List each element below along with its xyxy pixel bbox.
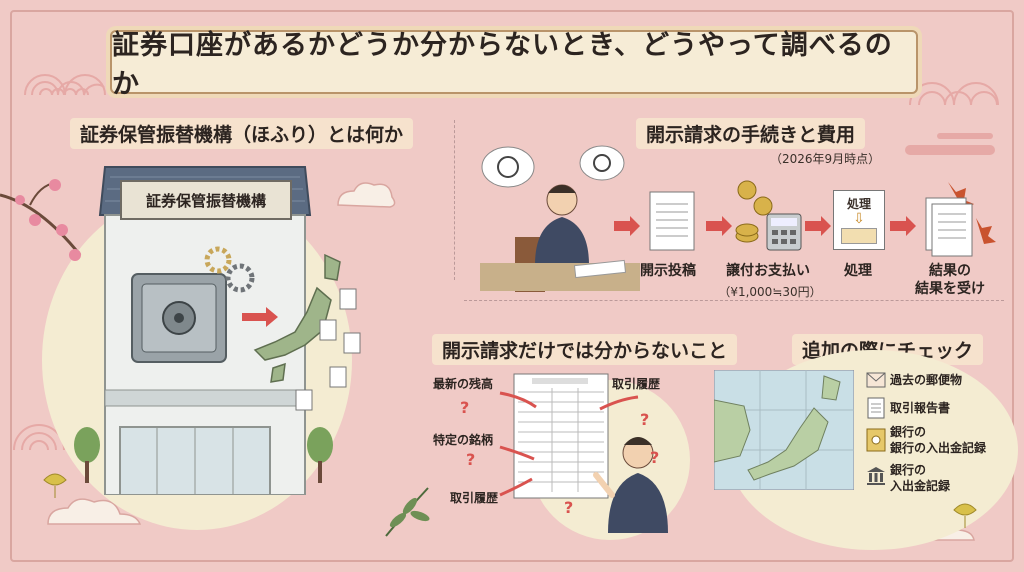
result-document-icon [925, 182, 996, 257]
unknown-item-history: 取引履歴 [612, 377, 661, 391]
section-title-hofuri: 証券保管振替機構（ほふり）とは何か [70, 118, 414, 149]
wave-pattern-icon [909, 82, 999, 106]
check-item-bank: 銀行の 入出金記録 [890, 463, 951, 493]
cloud-icon [47, 498, 142, 525]
cloud-icon [905, 133, 995, 155]
check-item-bankbook: 銀行の 銀行の入出金記録 [890, 425, 987, 455]
title-banner: 証券口座があるかどうか分からないとき、どうやって調べるのか [110, 30, 918, 100]
processing-icon-label: 処理 [846, 197, 871, 211]
bank-icon [867, 467, 885, 485]
svg-text:?: ? [650, 448, 659, 467]
cloud-icon [337, 182, 396, 208]
unknown-item-stock: 特定の銘柄 [433, 433, 494, 447]
man-at-desk-illustration [480, 145, 640, 292]
ginkgo-leaf-icon [953, 503, 977, 528]
step-label-result: 結果の 結果を受け [915, 263, 985, 297]
coins-calculator-icon [735, 180, 802, 251]
date-note: （2026年9月時点） [770, 152, 881, 166]
outer-frame [10, 10, 1014, 562]
step-label-payment: 譲付お支払い [726, 263, 810, 279]
arrow-right-icon [805, 216, 831, 236]
arrow-right-icon [614, 216, 640, 236]
form-document-icon [649, 191, 695, 251]
question-marks-arrows: ????? [460, 391, 659, 515]
envelope-icon [866, 372, 886, 388]
svg-text:?: ? [460, 398, 469, 417]
section-title-unknown: 開示請求だけでは分からないこと [432, 334, 738, 365]
step-label-submit: 開示投稿 [640, 263, 696, 279]
svg-text:?: ? [640, 410, 649, 429]
arrow-right-icon [242, 307, 278, 327]
grid-icon [841, 228, 877, 244]
arrow-right-icon [706, 216, 732, 236]
arrow-right-icon [890, 216, 916, 236]
step-label-processing: 処理 [844, 263, 872, 279]
tree-icon [74, 427, 100, 483]
document-icon [295, 288, 361, 411]
leaf-branch-icon [385, 487, 430, 537]
section-title-disclosure: 開示請求の手続きと費用 [636, 118, 866, 149]
processing-icon: 処理 ⇩ [833, 190, 885, 250]
man-pointing-illustration [593, 437, 668, 533]
svg-text:?: ? [564, 498, 573, 515]
document-icon [867, 397, 885, 419]
gear-icon [204, 246, 255, 293]
check-item-mail: 過去の郵便物 [890, 373, 963, 387]
svg-text:?: ? [466, 450, 475, 469]
safe-icon [131, 273, 227, 363]
japan-map-icon [714, 370, 854, 490]
section-divider [454, 120, 455, 280]
unknown-item-balance: 最新の残高 [433, 377, 494, 391]
arrow-down-icon: ⇩ [853, 211, 865, 227]
building-sign: 証券保管振替機構 [120, 180, 292, 220]
wave-pattern-icon [24, 74, 106, 96]
tree-icon [307, 427, 333, 483]
payment-note: （¥1,000≒30円） [718, 285, 822, 299]
ginkgo-leaf-icon [43, 473, 67, 498]
check-item-report: 取引報告書 [890, 401, 951, 415]
cherry-blossom-icon [0, 179, 82, 261]
section-divider [464, 300, 1004, 301]
page-title: 証券口座があるかどうか分からないとき、どうやって調べるのか [112, 30, 893, 100]
bank-book-icon [866, 428, 886, 452]
unknown-item-history-2: 取引履歴 [450, 491, 499, 505]
statement-document-icon [513, 373, 609, 499]
